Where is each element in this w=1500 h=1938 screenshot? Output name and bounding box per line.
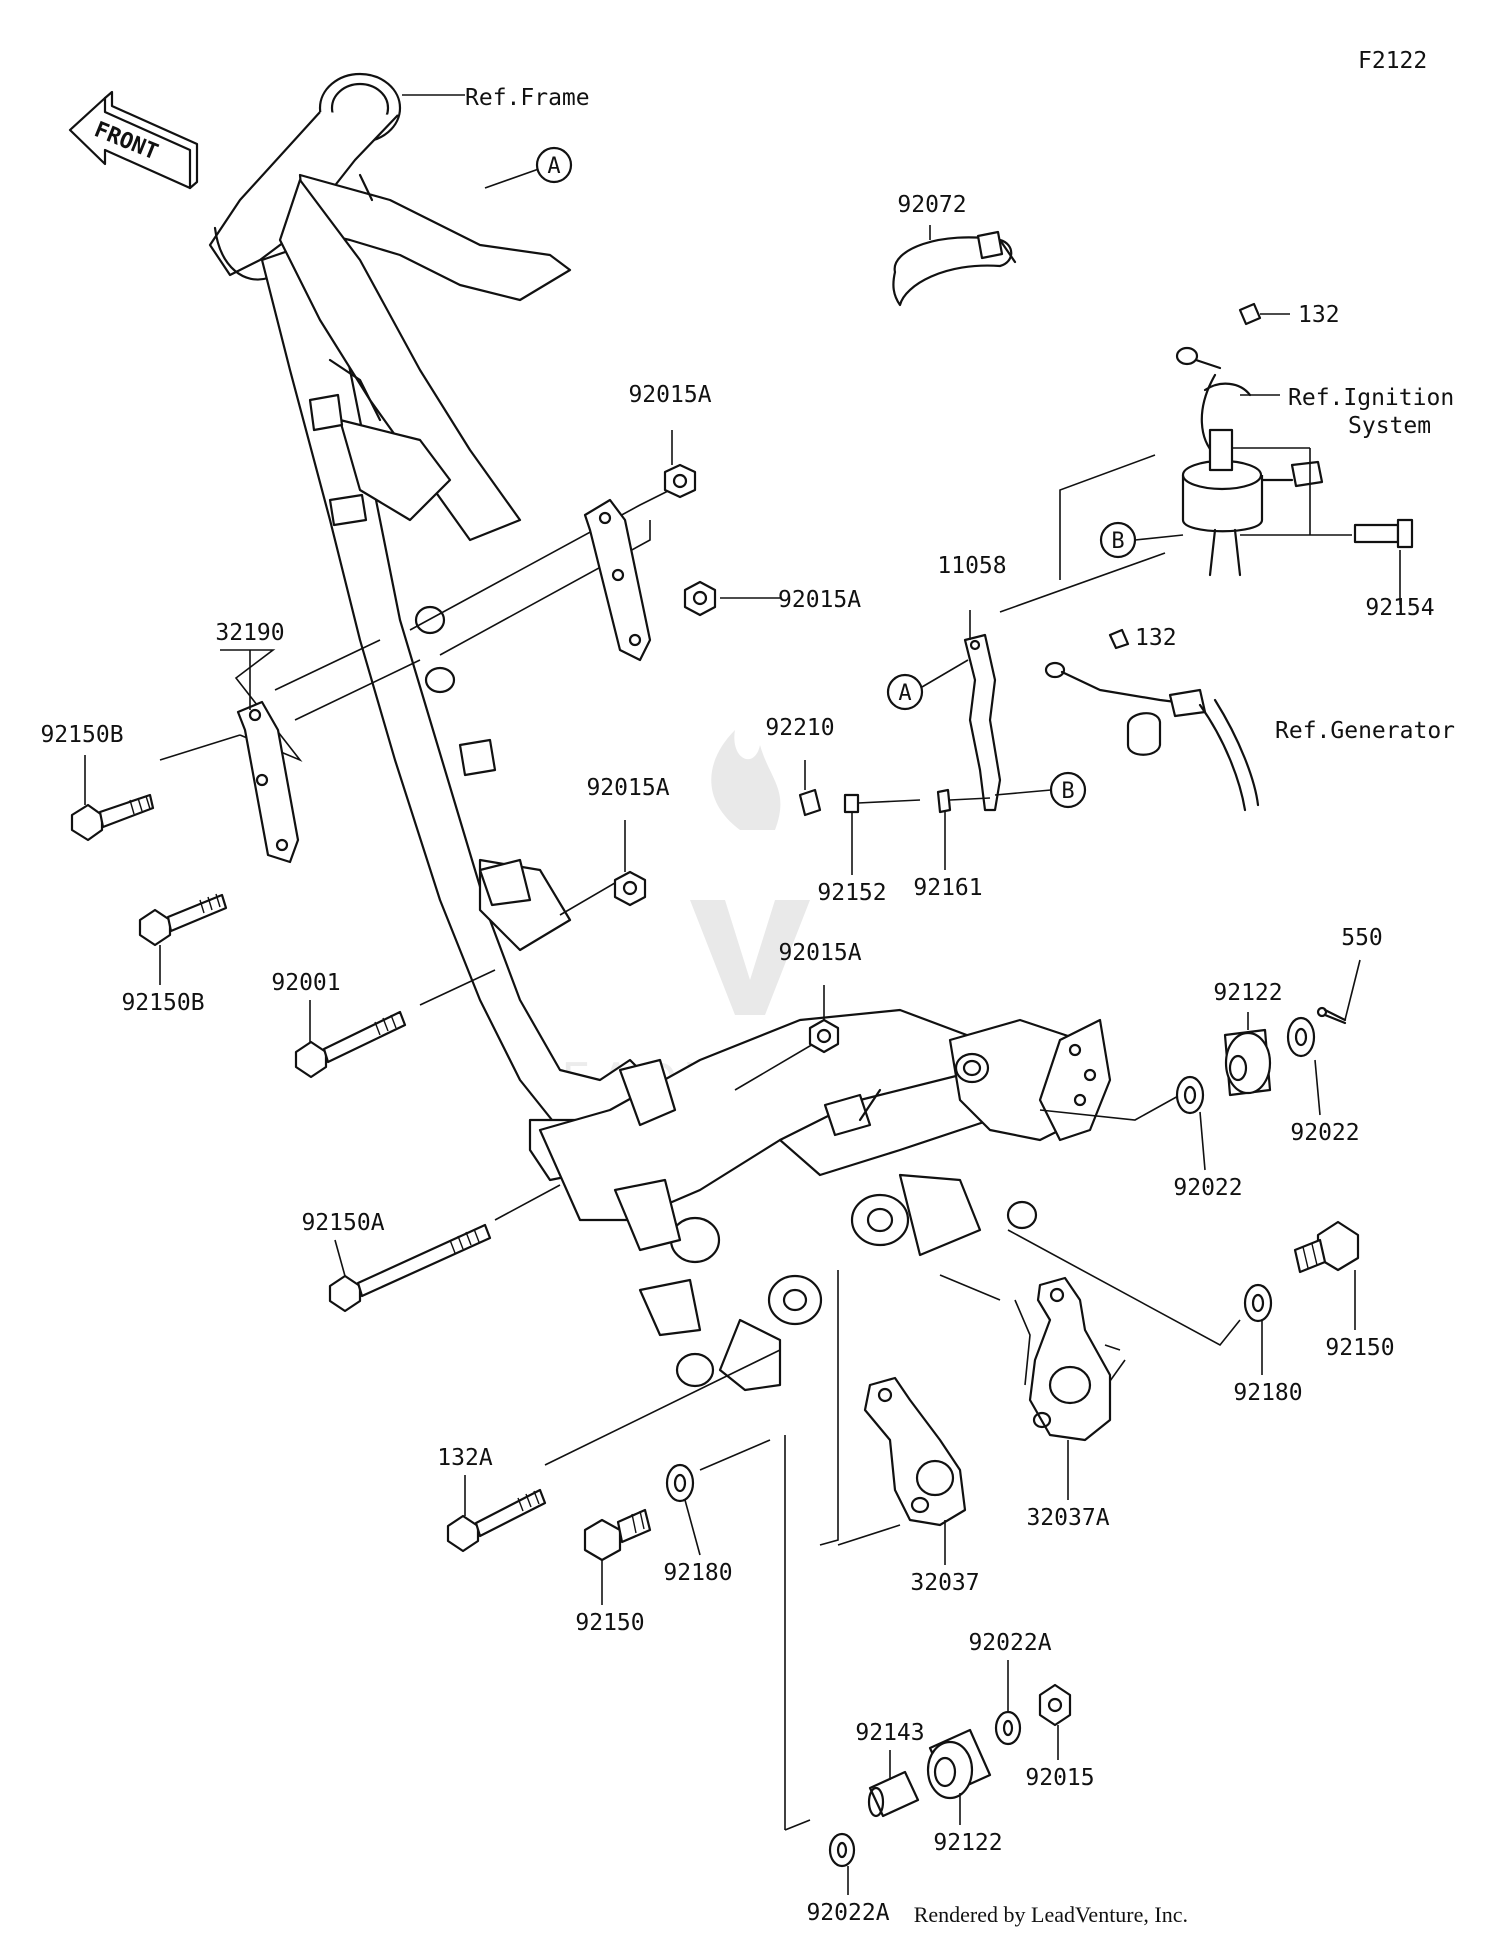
grommet-92161	[936, 788, 991, 814]
part-32037: 32037	[910, 1570, 979, 1596]
part-32037A: 32037A	[1026, 1505, 1109, 1531]
callout-b-coil: B	[1099, 521, 1184, 559]
bolt-92150A	[328, 1223, 492, 1313]
plate-32190	[236, 700, 300, 864]
part-132-top: 132	[1298, 302, 1340, 328]
svg-text:A: A	[898, 681, 911, 706]
part-92022A-lower: 92022A	[806, 1900, 889, 1926]
nut-92015A-4	[808, 1018, 840, 1054]
part-92022-right: 92022	[1290, 1120, 1359, 1146]
callout-a-top: A	[535, 146, 573, 184]
bracket-11058	[963, 633, 1002, 812]
part-92001: 92001	[271, 970, 340, 996]
collar-92122-lower	[926, 1728, 992, 1800]
ignition-coil	[1175, 346, 1352, 577]
nut-92015A-1	[663, 463, 697, 499]
part-92161: 92161	[913, 875, 982, 901]
bracket-32037	[863, 1376, 967, 1527]
callout-a-bracket: A	[886, 659, 969, 711]
bolt-92150-lower	[583, 1508, 652, 1562]
part-132-mid: 132	[1135, 625, 1177, 651]
callout-b-bracket: B	[994, 771, 1087, 809]
washer-92180-lower	[665, 1463, 695, 1503]
part-32190: 32190	[215, 620, 284, 646]
nut-92015	[1038, 1683, 1072, 1727]
part-92015A-2: 92015A	[778, 587, 861, 613]
part-92180-right: 92180	[1233, 1380, 1302, 1406]
bolt-92001	[294, 1010, 407, 1079]
diagram-code: F2122	[1358, 48, 1427, 74]
washer-92180-right	[1243, 1283, 1273, 1323]
part-labels: Ref.Frame 92072 132 Ref.Ignition System …	[40, 85, 1455, 1926]
part-92122-upper: 92122	[1213, 980, 1282, 1006]
ref-ignition-label-1: Ref.Ignition	[1288, 385, 1454, 411]
frame-drawing	[208, 72, 1112, 1392]
part-92152: 92152	[817, 880, 886, 906]
ref-frame-label: Ref.Frame	[465, 85, 590, 111]
bolt-92150B-1	[70, 793, 155, 842]
ref-generator-label: Ref.Generator	[1275, 718, 1455, 744]
part-92015A-3: 92015A	[586, 775, 669, 801]
collar-92152	[843, 793, 921, 814]
part-92154: 92154	[1365, 595, 1434, 621]
bolt-92150-right	[1293, 1220, 1360, 1274]
svg-text:B: B	[1111, 529, 1124, 554]
part-92072: 92072	[897, 192, 966, 218]
part-92015A-4: 92015A	[778, 940, 861, 966]
part-92122-lower: 92122	[933, 1830, 1002, 1856]
part-92150-right: 92150	[1325, 1335, 1394, 1361]
screw-132-top	[1238, 302, 1290, 326]
credit-text: Rendered by LeadVenture, Inc.	[914, 1902, 1188, 1927]
nut-92015A-3	[613, 870, 647, 907]
bolt-92210	[798, 788, 822, 817]
bracket-32037A	[1028, 1276, 1112, 1442]
part-92015A-1: 92015A	[628, 382, 711, 408]
cotter-pin-550	[1316, 1006, 1347, 1025]
ground-lead-132	[1044, 628, 1260, 812]
bolt-92150B-2	[138, 893, 228, 947]
svg-text:A: A	[547, 154, 560, 179]
washer-92022-right	[1286, 1016, 1316, 1058]
part-92150B-1: 92150B	[40, 722, 123, 748]
bolt-92154	[1353, 518, 1414, 549]
svg-text:B: B	[1061, 779, 1074, 804]
part-leaders	[84, 225, 1401, 1895]
clamp-band-92072	[892, 230, 1017, 307]
washer-92022A-lower	[828, 1832, 856, 1868]
part-92022-left: 92022	[1173, 1175, 1242, 1201]
nut-92015A-2	[683, 580, 717, 617]
part-92210: 92210	[765, 715, 834, 741]
part-92143: 92143	[855, 1720, 924, 1746]
washer-92022A-upper	[994, 1710, 1022, 1746]
bolt-132A	[446, 1488, 547, 1553]
part-550: 550	[1341, 925, 1383, 951]
part-92150A: 92150A	[301, 1210, 384, 1236]
part-92150-lower: 92150	[575, 1610, 644, 1636]
mounting-plate-upper	[583, 498, 652, 662]
part-11058: 11058	[937, 553, 1006, 579]
part-92180-lower: 92180	[663, 1560, 732, 1586]
washer-92022-left	[1175, 1075, 1205, 1115]
part-92150B-2: 92150B	[121, 990, 204, 1016]
collar-92122-upper	[1223, 1028, 1272, 1097]
sleeve-92143	[867, 1770, 920, 1818]
part-92015: 92015	[1025, 1765, 1094, 1791]
watermark-logo	[690, 730, 810, 1015]
ref-ignition-label-2: System	[1348, 413, 1431, 439]
part-132A: 132A	[437, 1445, 493, 1471]
front-arrow-icon: FRONT	[68, 90, 199, 190]
part-92022A-upper: 92022A	[968, 1630, 1051, 1656]
